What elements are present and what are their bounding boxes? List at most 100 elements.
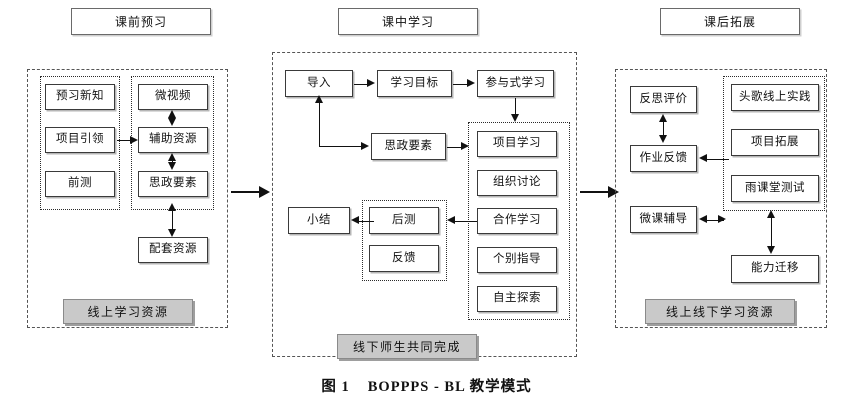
arrowhead-down [167, 118, 176, 126]
connector-participatory-activities [515, 98, 516, 119]
node-label: 头歌线上实践 [739, 90, 811, 103]
arrowhead-up [766, 210, 775, 218]
arrowhead-left [447, 216, 455, 224]
arrowhead-up [167, 153, 176, 161]
node-summary[interactable]: 小结 [288, 207, 350, 234]
node-organized-discussion[interactable]: 组织讨论 [477, 170, 557, 196]
panel-pre-class [27, 69, 228, 328]
connector-ideology-supporting [172, 205, 173, 235]
figure-caption-number: 图 1 [321, 379, 350, 395]
node-supporting-resource[interactable]: 配套资源 [138, 237, 208, 263]
arrowhead-right [367, 79, 375, 87]
connector-activities-to-posttest [452, 220, 477, 222]
node-homework-feedback[interactable]: 作业反馈 [630, 145, 697, 172]
connector-posttest-to-summary [356, 220, 374, 222]
arrowhead-left [699, 154, 707, 162]
arrowhead-right [461, 142, 469, 150]
connector-ideology-to-bridgein-horizontal [319, 146, 364, 147]
connector-ideology-to-bridgein-vertical [319, 98, 320, 147]
node-educoder-online-practice[interactable]: 头歌线上实践 [731, 84, 819, 111]
node-label: 能力迁移 [751, 262, 799, 275]
node-bridge-in[interactable]: 导入 [285, 70, 353, 97]
footer-label-text: 线上学习资源 [87, 305, 169, 319]
node-label: 配套资源 [149, 243, 197, 256]
node-reflective-evaluation[interactable]: 反思评价 [630, 86, 697, 113]
arrowhead-down [167, 229, 176, 237]
node-label: 微课辅导 [639, 212, 688, 225]
arrowhead-right-large [608, 186, 619, 198]
footer-label-text: 线上线下学习资源 [665, 305, 774, 319]
node-label: 后测 [392, 213, 416, 226]
node-label: 思政要素 [149, 177, 197, 190]
group-pre-class-left [40, 76, 120, 210]
node-independent-inquiry[interactable]: 自主探索 [477, 286, 557, 312]
node-label: 微视频 [155, 90, 191, 103]
panel-post-class [615, 69, 827, 328]
connector-bridgein-objective [354, 83, 370, 85]
arrowhead-left [351, 216, 359, 224]
connector-reflective-homework [663, 117, 664, 141]
node-posttest[interactable]: 后测 [369, 207, 439, 234]
node-label: 反思评价 [639, 92, 688, 105]
node-label: 项目拓展 [751, 135, 799, 148]
connector-objective-participatory [453, 83, 470, 85]
figure-caption-title: BOPPPS - BL 教学模式 [367, 379, 532, 395]
group-in-class-assessment [362, 200, 447, 281]
node-label: 预习新知 [56, 90, 104, 103]
node-project-learning[interactable]: 项目学习 [477, 131, 557, 157]
node-ideology-element-in-class[interactable]: 思政要素 [371, 133, 446, 160]
node-label: 合作学习 [493, 214, 541, 227]
node-micro-video[interactable]: 微视频 [138, 84, 208, 110]
node-ideology-element-pre[interactable]: 思政要素 [138, 171, 208, 197]
arrowhead-up [658, 114, 667, 122]
stage-header-in-class: 课中学习 [338, 8, 478, 35]
node-label: 组织讨论 [493, 176, 541, 189]
connector-ideology-to-activities [447, 146, 465, 148]
node-micro-lesson-tutoring[interactable]: 微课辅导 [630, 206, 697, 233]
arrowhead-right [467, 79, 475, 87]
footer-label-in-class: 线下师生共同完成 [337, 334, 477, 359]
node-label: 学习目标 [390, 76, 439, 89]
footer-label-pre-class: 线上学习资源 [63, 299, 193, 324]
node-project-guidance[interactable]: 项目引领 [45, 127, 115, 153]
arrowhead-up [167, 110, 176, 118]
node-label: 项目学习 [493, 137, 541, 150]
node-auxiliary-resource[interactable]: 辅助资源 [138, 127, 208, 153]
node-label: 个别指导 [493, 253, 541, 266]
node-label: 自主探索 [493, 292, 541, 305]
connector-tutoring-resources [704, 219, 724, 221]
node-preview-new-knowledge[interactable]: 预习新知 [45, 84, 115, 110]
node-ability-transfer[interactable]: 能力迁移 [731, 255, 819, 283]
node-feedback[interactable]: 反馈 [369, 245, 439, 272]
node-label: 参与式学习 [485, 76, 546, 89]
node-label: 反馈 [392, 251, 416, 264]
connector-in-to-post-class [580, 191, 613, 193]
arrowhead-left [699, 215, 707, 223]
arrowhead-right [130, 135, 138, 144]
node-label: 思政要素 [384, 139, 433, 152]
arrowhead-down [510, 114, 519, 122]
node-individual-guidance[interactable]: 个别指导 [477, 247, 557, 273]
node-label: 雨课堂测试 [745, 181, 805, 194]
connector-resources-ability [771, 213, 772, 251]
arrowhead-right [718, 215, 726, 223]
arrowhead-down [658, 135, 667, 143]
node-participatory-learning[interactable]: 参与式学习 [477, 70, 554, 97]
stage-header-post-class: 课后拓展 [660, 8, 800, 35]
arrowhead-down [766, 246, 775, 254]
node-pretest[interactable]: 前测 [45, 171, 115, 197]
node-label: 项目引领 [56, 133, 104, 146]
node-cooperative-learning[interactable]: 合作学习 [477, 208, 557, 234]
stage-header-pre-class-label: 课前预习 [114, 15, 167, 29]
node-learning-objective[interactable]: 学习目标 [377, 70, 452, 97]
connector-project-to-auxiliary [117, 140, 134, 141]
stage-header-post-class-label: 课后拓展 [703, 15, 756, 29]
arrowhead-right [361, 142, 369, 150]
node-project-extension[interactable]: 项目拓展 [731, 129, 819, 156]
arrowhead-up [167, 203, 176, 211]
footer-label-post-class: 线上线下学习资源 [645, 299, 795, 324]
node-label: 作业反馈 [639, 151, 688, 164]
stage-header-in-class-label: 课中学习 [381, 15, 434, 29]
node-rain-classroom-test[interactable]: 雨课堂测试 [731, 175, 819, 202]
